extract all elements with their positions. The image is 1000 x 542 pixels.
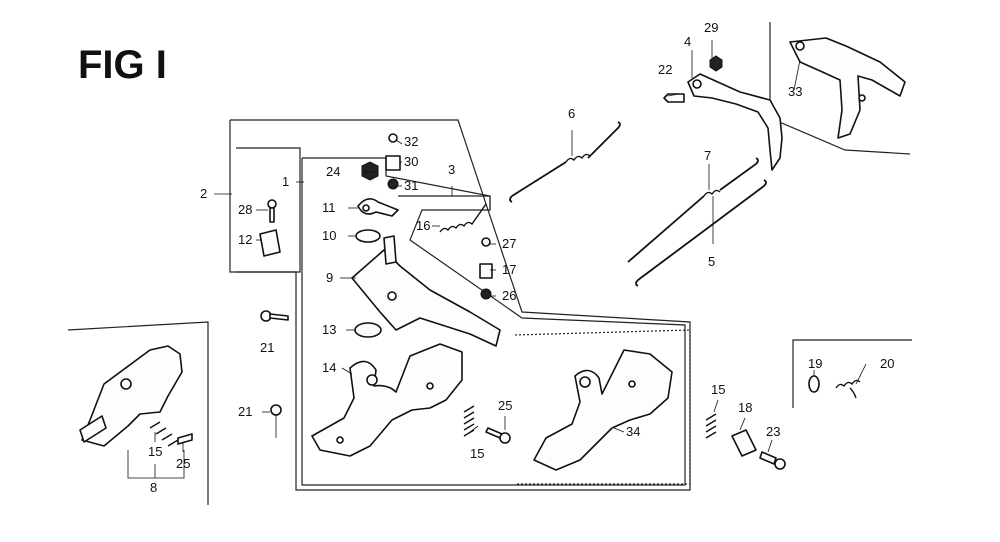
frame-assembly-19-20 [792,339,912,408]
rod-part-5 [635,179,767,287]
spring-part-15-left [149,421,179,447]
callout-15-right: 15 [711,382,725,397]
callout-9: 9 [326,270,333,285]
frame-assembly-3 [398,195,491,210]
callout-25-left: 25 [176,456,190,471]
callout-18: 18 [738,400,752,415]
callout-20: 20 [880,356,894,371]
bolt-part-23 [759,451,786,470]
washer-part-13 [354,322,382,338]
bolt-part-21-upper [260,310,289,322]
lever-bracket-part-4 [663,55,783,171]
control-assembly-part-8 [79,345,183,447]
callout-15-middle: 15 [470,446,484,461]
chain-part-20 [835,379,861,399]
callout-10: 10 [322,228,336,243]
frame-assembly-1 [236,147,301,273]
callout-13: 13 [322,322,336,337]
callout-16: 16 [416,218,430,233]
callout-labels: 1 2 3 4 5 6 7 8 9 10 11 12 13 14 15 15 1… [148,20,894,495]
callout-19: 19 [808,356,822,371]
clip-part-12 [259,229,281,257]
arm-part-11 [357,198,399,217]
callout-3: 3 [448,162,455,177]
bolt-part-28 [267,199,277,223]
spring-part-15-right [705,413,717,439]
callout-6: 6 [568,106,575,121]
callout-27: 27 [502,236,516,251]
callout-31: 31 [404,178,418,193]
callout-22: 22 [658,62,672,77]
screw-stack-32-30-31 [385,133,401,190]
callout-11: 11 [322,200,336,215]
screw-part-25-middle [485,427,511,444]
callout-2: 2 [200,186,207,201]
callout-8: 8 [150,480,157,495]
nut-part-24 [361,161,379,181]
bracket-part-33 [789,37,906,139]
washer-part-10 [355,229,381,243]
governor-spring-part-6 [509,121,621,203]
frame-assembly-33 [769,22,911,155]
callout-21-upper: 21 [260,340,274,355]
frame-assembly-8 [67,321,209,505]
frame-assembly-1b [301,157,686,486]
callout-7: 7 [704,148,711,163]
callout-5: 5 [708,254,715,269]
callout-33: 33 [788,84,802,99]
callout-34: 34 [626,424,640,439]
figure-title: FIG I [78,43,167,87]
control-base-part-14 [311,343,463,457]
control-base-part-34 [533,349,673,471]
callout-4: 4 [684,34,691,49]
frame-assembly-34 [514,329,691,485]
control-lever-part-9 [351,235,501,347]
callout-1: 1 [282,174,289,189]
spring-part-15-middle [463,405,475,437]
screw-part-25-left [177,433,193,445]
callout-25-middle: 25 [498,398,512,413]
callout-21-lower: 21 [238,404,252,419]
part-19 [808,375,820,393]
callout-32: 32 [404,134,418,149]
frame-assembly-2 [229,119,691,491]
callout-12: 12 [238,232,252,247]
callout-24: 24 [326,164,340,179]
leader-lines [127,40,867,479]
callout-30: 30 [404,154,418,169]
rod-part-7 [627,157,759,263]
callout-23: 23 [766,424,780,439]
bolt-part-21-lower [270,404,282,438]
collar-part-18 [731,429,757,457]
callout-26: 26 [502,288,516,303]
callout-14: 14 [322,360,336,375]
callout-29: 29 [704,20,718,35]
callout-17: 17 [502,262,516,277]
screw-stack-27-17-26 [479,237,493,300]
callout-28: 28 [238,202,252,217]
callout-15-left: 15 [148,444,162,459]
spring-part-16 [439,203,487,233]
